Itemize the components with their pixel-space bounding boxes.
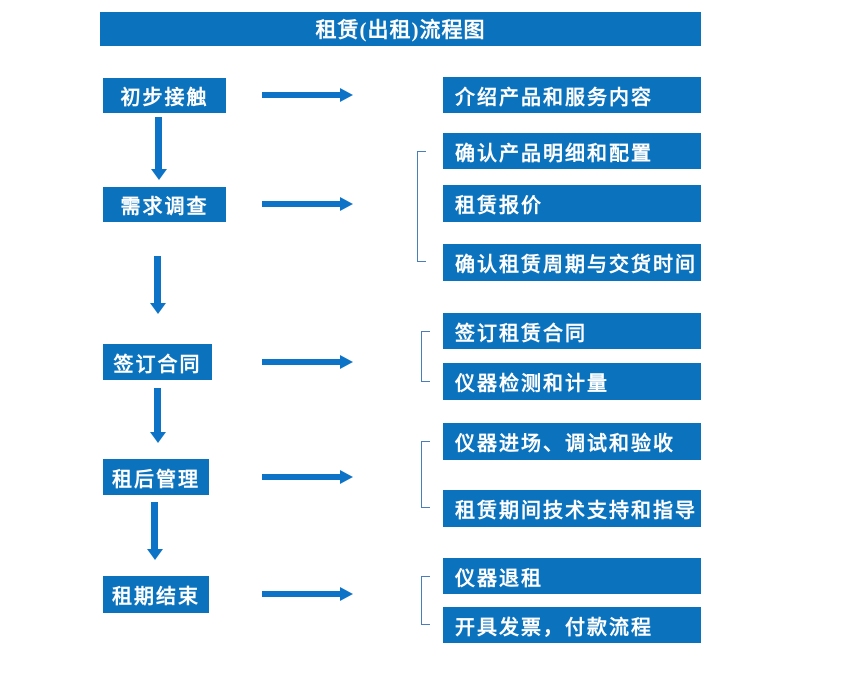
detail-box-introduce-products: 介绍产品和服务内容 bbox=[443, 77, 701, 113]
detail-box-sign-rental-contract: 签订租赁合同 bbox=[443, 313, 701, 349]
down-arrow-icon bbox=[150, 388, 166, 443]
right-arrow-icon bbox=[262, 587, 353, 601]
detail-box-tech-support: 租赁期间技术支持和指导 bbox=[443, 490, 701, 527]
diagram-title: 租赁(出租)流程图 bbox=[100, 12, 701, 46]
right-arrow-icon bbox=[262, 355, 353, 369]
detail-box-instrument-setup-acceptance: 仪器进场、调试和验收 bbox=[443, 423, 701, 460]
detail-box-instrument-testing: 仪器检测和计量 bbox=[443, 363, 701, 400]
stage-box-sign-contract: 签订合同 bbox=[103, 344, 212, 380]
right-arrow-icon bbox=[262, 470, 353, 484]
stage-box-rental-end: 租期结束 bbox=[103, 576, 209, 613]
bracket-connector-icon bbox=[421, 576, 430, 625]
stage-box-demand-survey: 需求调查 bbox=[103, 187, 226, 222]
right-arrow-icon bbox=[262, 197, 353, 211]
detail-box-instrument-return: 仪器退租 bbox=[443, 558, 701, 594]
detail-box-rental-quote: 租赁报价 bbox=[443, 185, 701, 222]
down-arrow-icon bbox=[147, 502, 163, 560]
down-arrow-icon bbox=[151, 117, 167, 180]
detail-box-confirm-period-delivery: 确认租赁周期与交货时间 bbox=[443, 244, 701, 281]
bracket-connector-icon bbox=[421, 331, 430, 382]
down-arrow-icon bbox=[150, 256, 166, 314]
stage-box-initial-contact: 初步接触 bbox=[103, 78, 226, 113]
detail-box-confirm-product-config: 确认产品明细和配置 bbox=[443, 133, 701, 169]
stage-box-post-rental-management: 租后管理 bbox=[103, 459, 209, 495]
right-arrow-icon bbox=[262, 88, 353, 102]
bracket-connector-icon bbox=[421, 441, 430, 508]
detail-box-invoice-payment: 开具发票，付款流程 bbox=[443, 607, 701, 643]
bracket-connector-icon bbox=[417, 151, 426, 262]
